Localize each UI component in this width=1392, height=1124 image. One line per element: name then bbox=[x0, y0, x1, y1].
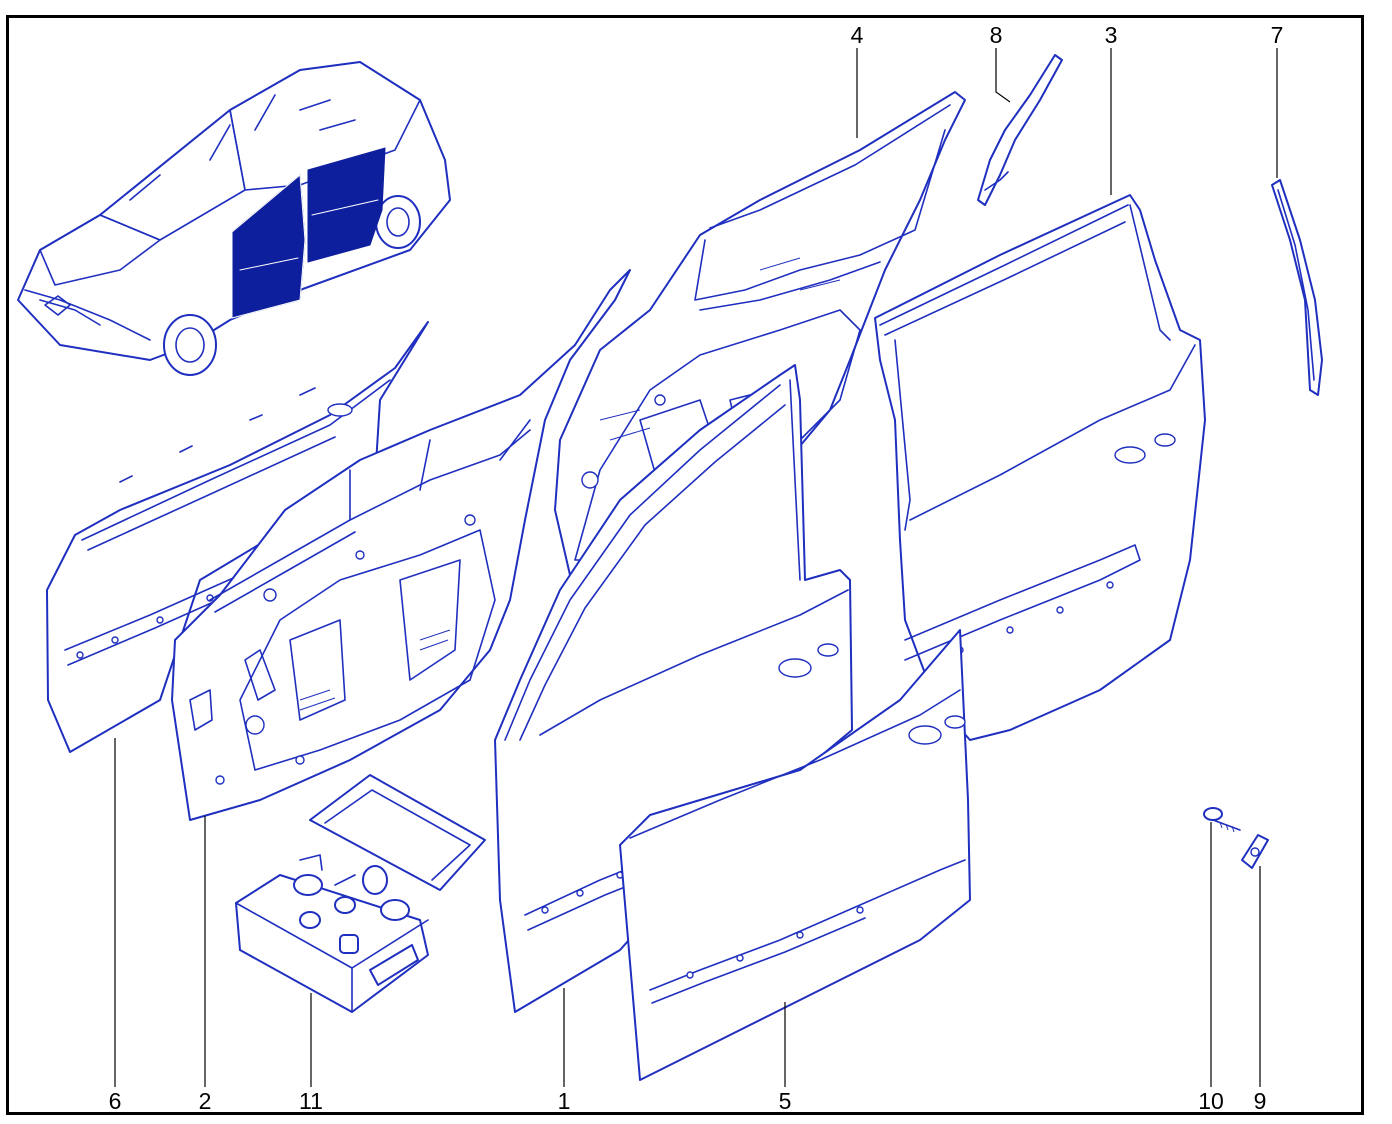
callout-7: 7 bbox=[1270, 22, 1284, 48]
highlighted-rear-door bbox=[307, 147, 386, 263]
callout-11: 11 bbox=[299, 1088, 323, 1114]
part-2-front-door-frame bbox=[171, 269, 631, 821]
callout-9: 9 bbox=[1253, 1088, 1267, 1114]
part-9-bolt bbox=[1241, 834, 1269, 869]
callout-10: 10 bbox=[1198, 1088, 1224, 1114]
part-5-rear-door-skin bbox=[619, 629, 971, 1081]
callout-8: 8 bbox=[989, 22, 1003, 48]
callout-1: 1 bbox=[557, 1088, 571, 1114]
callout-2: 2 bbox=[198, 1088, 212, 1114]
callout-6: 6 bbox=[108, 1088, 122, 1114]
part-10-hinge-pin bbox=[1203, 807, 1241, 833]
callout-leader-lines bbox=[114, 48, 1278, 1087]
part-11-fixing-kit-box bbox=[235, 774, 486, 1013]
car-overview-illustration bbox=[17, 61, 451, 376]
part-3-rear-door bbox=[874, 194, 1206, 741]
callout-4: 4 bbox=[850, 22, 864, 48]
callout-5: 5 bbox=[778, 1088, 792, 1114]
part-8-window-trim bbox=[977, 54, 1063, 206]
part-7-pillar-trim bbox=[1271, 179, 1323, 396]
callout-3: 3 bbox=[1104, 22, 1118, 48]
